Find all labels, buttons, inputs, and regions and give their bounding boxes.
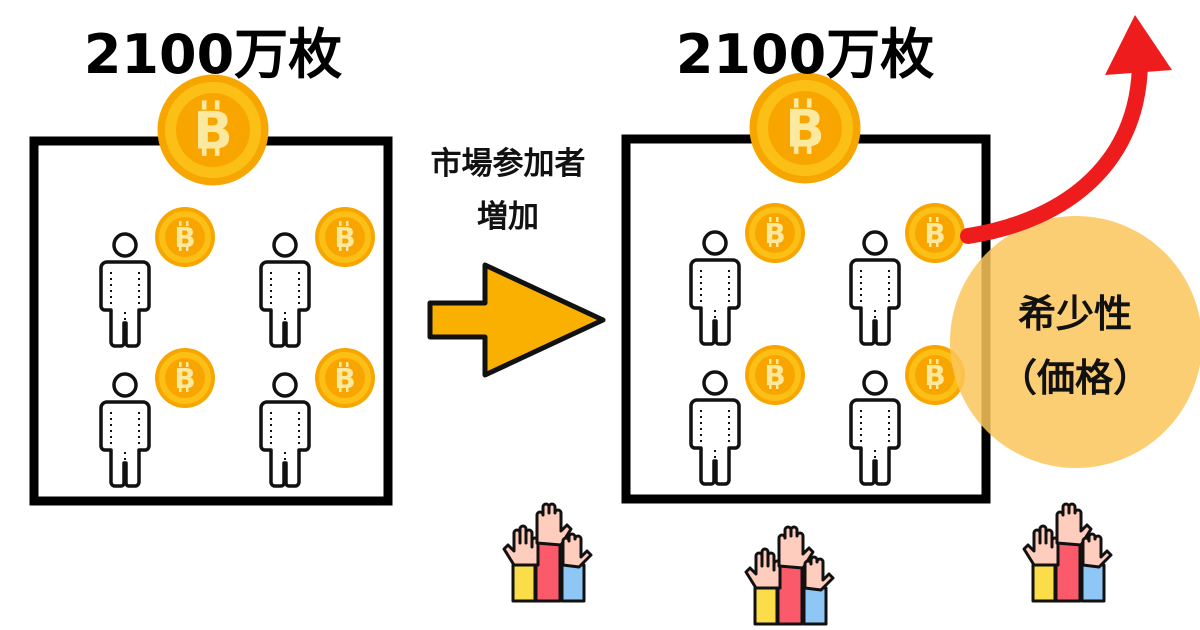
middle-label-line1: 市場参加者 — [430, 146, 586, 182]
raised-hands-icon — [1022, 502, 1113, 603]
left-box — [29, 136, 393, 506]
arrow-right-icon — [427, 262, 606, 378]
left-title: 2100万枚 — [83, 23, 343, 86]
raised-hands-icon — [502, 502, 593, 603]
curved-arrow-up-icon — [960, 15, 1172, 244]
raised-hands-icon — [744, 525, 835, 626]
bitcoin-icon — [749, 72, 861, 184]
scarcity-line1: 希少性 — [1017, 292, 1132, 336]
bitcoin-icon — [157, 74, 269, 186]
scarcity-circle — [950, 216, 1200, 468]
scarcity-line2: （価格） — [998, 356, 1151, 400]
middle-label-line2: 増加 — [477, 199, 539, 235]
right-title: 2100万枚 — [675, 23, 935, 86]
right-box — [621, 134, 991, 504]
